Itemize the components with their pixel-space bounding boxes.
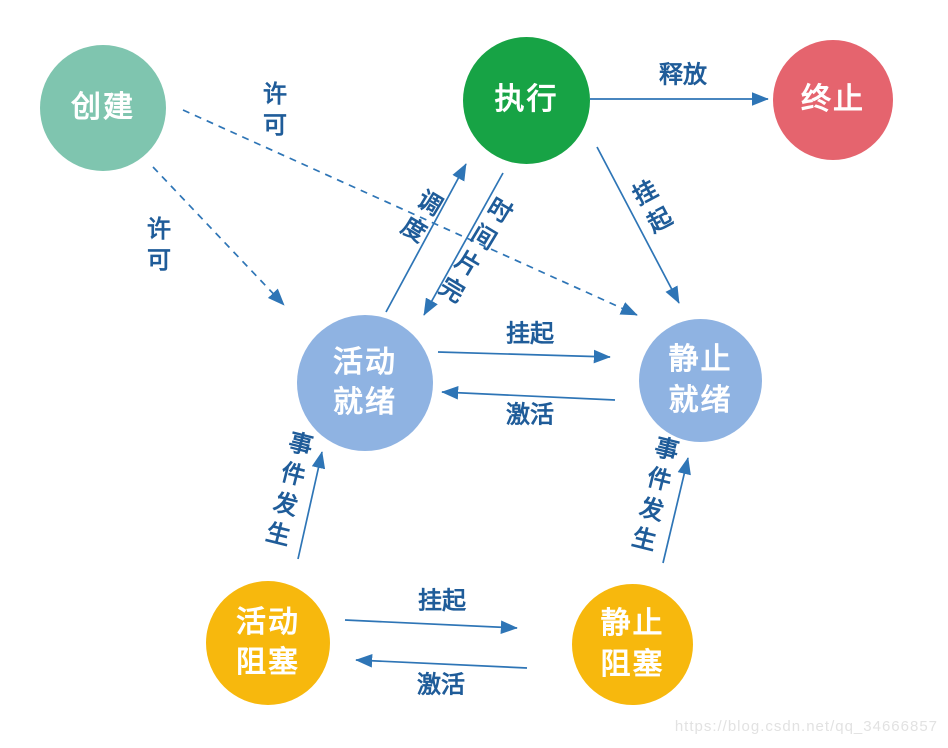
node-active-ready: 活动就绪 (297, 315, 433, 451)
edge-static-ready-to-active-ready (441, 385, 616, 401)
watermark-url: https://blog.csdn.net/qq_34666857 (674, 718, 938, 735)
node-create: 创建 (40, 45, 166, 171)
label-permit-lower: 许可 (142, 216, 170, 278)
node-static-ready-line1: 静止 (668, 343, 733, 376)
node-create-label: 创建 (71, 90, 135, 124)
label-suspend-ready: 挂起 (506, 320, 554, 348)
edge-running-to-active-ready (423, 172, 504, 316)
edge-static-blocked-to-active-blocked (355, 653, 528, 669)
node-active-blocked: 活动阻塞 (206, 581, 330, 705)
node-terminated-label: 终止 (801, 82, 865, 116)
node-active-ready-line2: 就绪 (333, 386, 397, 419)
node-running-label: 执行 (494, 83, 559, 117)
node-static-ready-line2: 就绪 (668, 383, 733, 417)
label-activate-ready: 激活 (506, 401, 554, 429)
edge-active-blocked-to-static-blocked (344, 619, 518, 635)
node-static-blocked-line2: 阻塞 (600, 647, 665, 681)
edge-active-blocked-to-active-ready (297, 451, 326, 560)
edge-active-ready-to-running (385, 163, 467, 313)
node-static-ready: 静止就绪 (639, 319, 762, 442)
label-release: 释放 (659, 61, 707, 89)
label-activate-blocked: 激活 (417, 671, 465, 699)
edge-active-ready-to-static-ready (437, 349, 611, 364)
label-permit-upper: 许可 (258, 81, 286, 143)
node-active-ready-line1: 活动 (333, 345, 397, 379)
node-terminated: 终止 (773, 40, 893, 160)
node-active-blocked-line1: 活动 (236, 605, 300, 639)
node-running: 执行 (463, 37, 590, 164)
edge-static-blocked-to-static-ready (662, 457, 691, 564)
edge-running-to-static-ready (596, 146, 680, 304)
node-static-blocked: 静止阻塞 (572, 584, 693, 705)
node-active-blocked-line2: 阻塞 (236, 646, 300, 679)
edge-create-to-active-ready (152, 166, 285, 306)
label-suspend-blocked: 挂起 (418, 587, 466, 615)
edge-create-to-static-ready (182, 109, 638, 316)
node-static-blocked-line1: 静止 (600, 607, 665, 640)
